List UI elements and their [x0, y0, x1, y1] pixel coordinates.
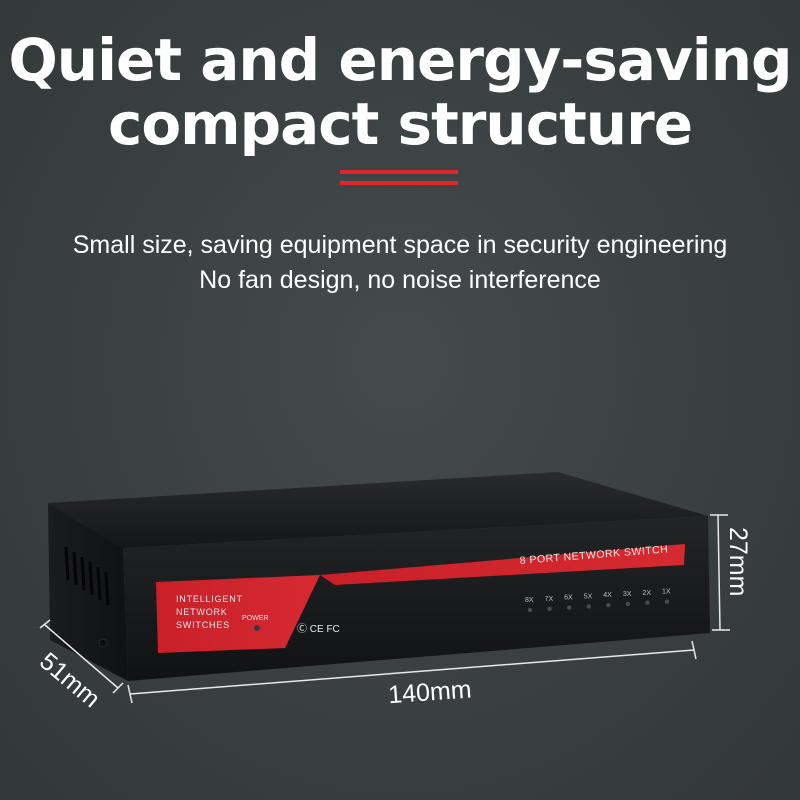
port-led-5x	[586, 604, 591, 609]
headline: Quiet and energy-saving compact structur…	[0, 28, 800, 156]
certification-marks: Ⓒ CE FC	[297, 623, 340, 635]
port-label-7x: 7X	[545, 596, 554, 603]
brand-line-3: SWITCHES	[176, 620, 230, 630]
switch-side-face	[48, 503, 128, 681]
red-divider-top	[340, 170, 458, 174]
headline-line-1: Quiet and energy-saving	[8, 26, 793, 94]
power-label: POWER	[242, 615, 268, 622]
port-led-4x	[606, 603, 611, 608]
port-label-5x: 5X	[584, 593, 593, 600]
brand-line-1: INTELLIGENT	[176, 594, 243, 604]
red-divider-bottom	[340, 181, 458, 185]
side-vents	[64, 546, 110, 606]
port-led-7x	[547, 606, 552, 611]
port-led-1x	[664, 599, 670, 604]
port-label-8x: 8X	[525, 597, 534, 604]
port-label-6x: 6X	[564, 595, 573, 602]
brand-line-2: NETWORK	[176, 607, 228, 617]
port-label-4x: 4X	[603, 592, 612, 599]
switch-top-face	[48, 472, 708, 548]
dimension-lines	[39, 514, 730, 704]
port-led-8x	[527, 607, 533, 613]
front-red-banner	[320, 544, 685, 585]
subtitle-line-2: No fan design, no noise interference	[199, 266, 601, 294]
headline-line-2: compact structure	[107, 90, 693, 158]
height-dimension-label: 27mm	[724, 527, 752, 596]
port-label-1x: 1X	[662, 589, 671, 596]
front-red-panel-left	[156, 575, 320, 653]
port-led-3x	[625, 601, 631, 607]
port-indicators: 8X 7X 6X 5X 4X 3X 2X 1X	[525, 589, 671, 613]
width-dimension-label: 140mm	[387, 675, 472, 709]
side-screw	[98, 638, 108, 648]
port-label-2x: 2X	[642, 590, 651, 597]
port-led-2x	[645, 600, 650, 605]
subtitle: Small size, saving equipment space in se…	[0, 228, 800, 298]
port-label-3x: 3X	[623, 591, 632, 598]
subtitle-line-1: Small size, saving equipment space in se…	[72, 231, 728, 259]
port-led-6x	[566, 605, 572, 610]
power-led	[254, 625, 260, 631]
